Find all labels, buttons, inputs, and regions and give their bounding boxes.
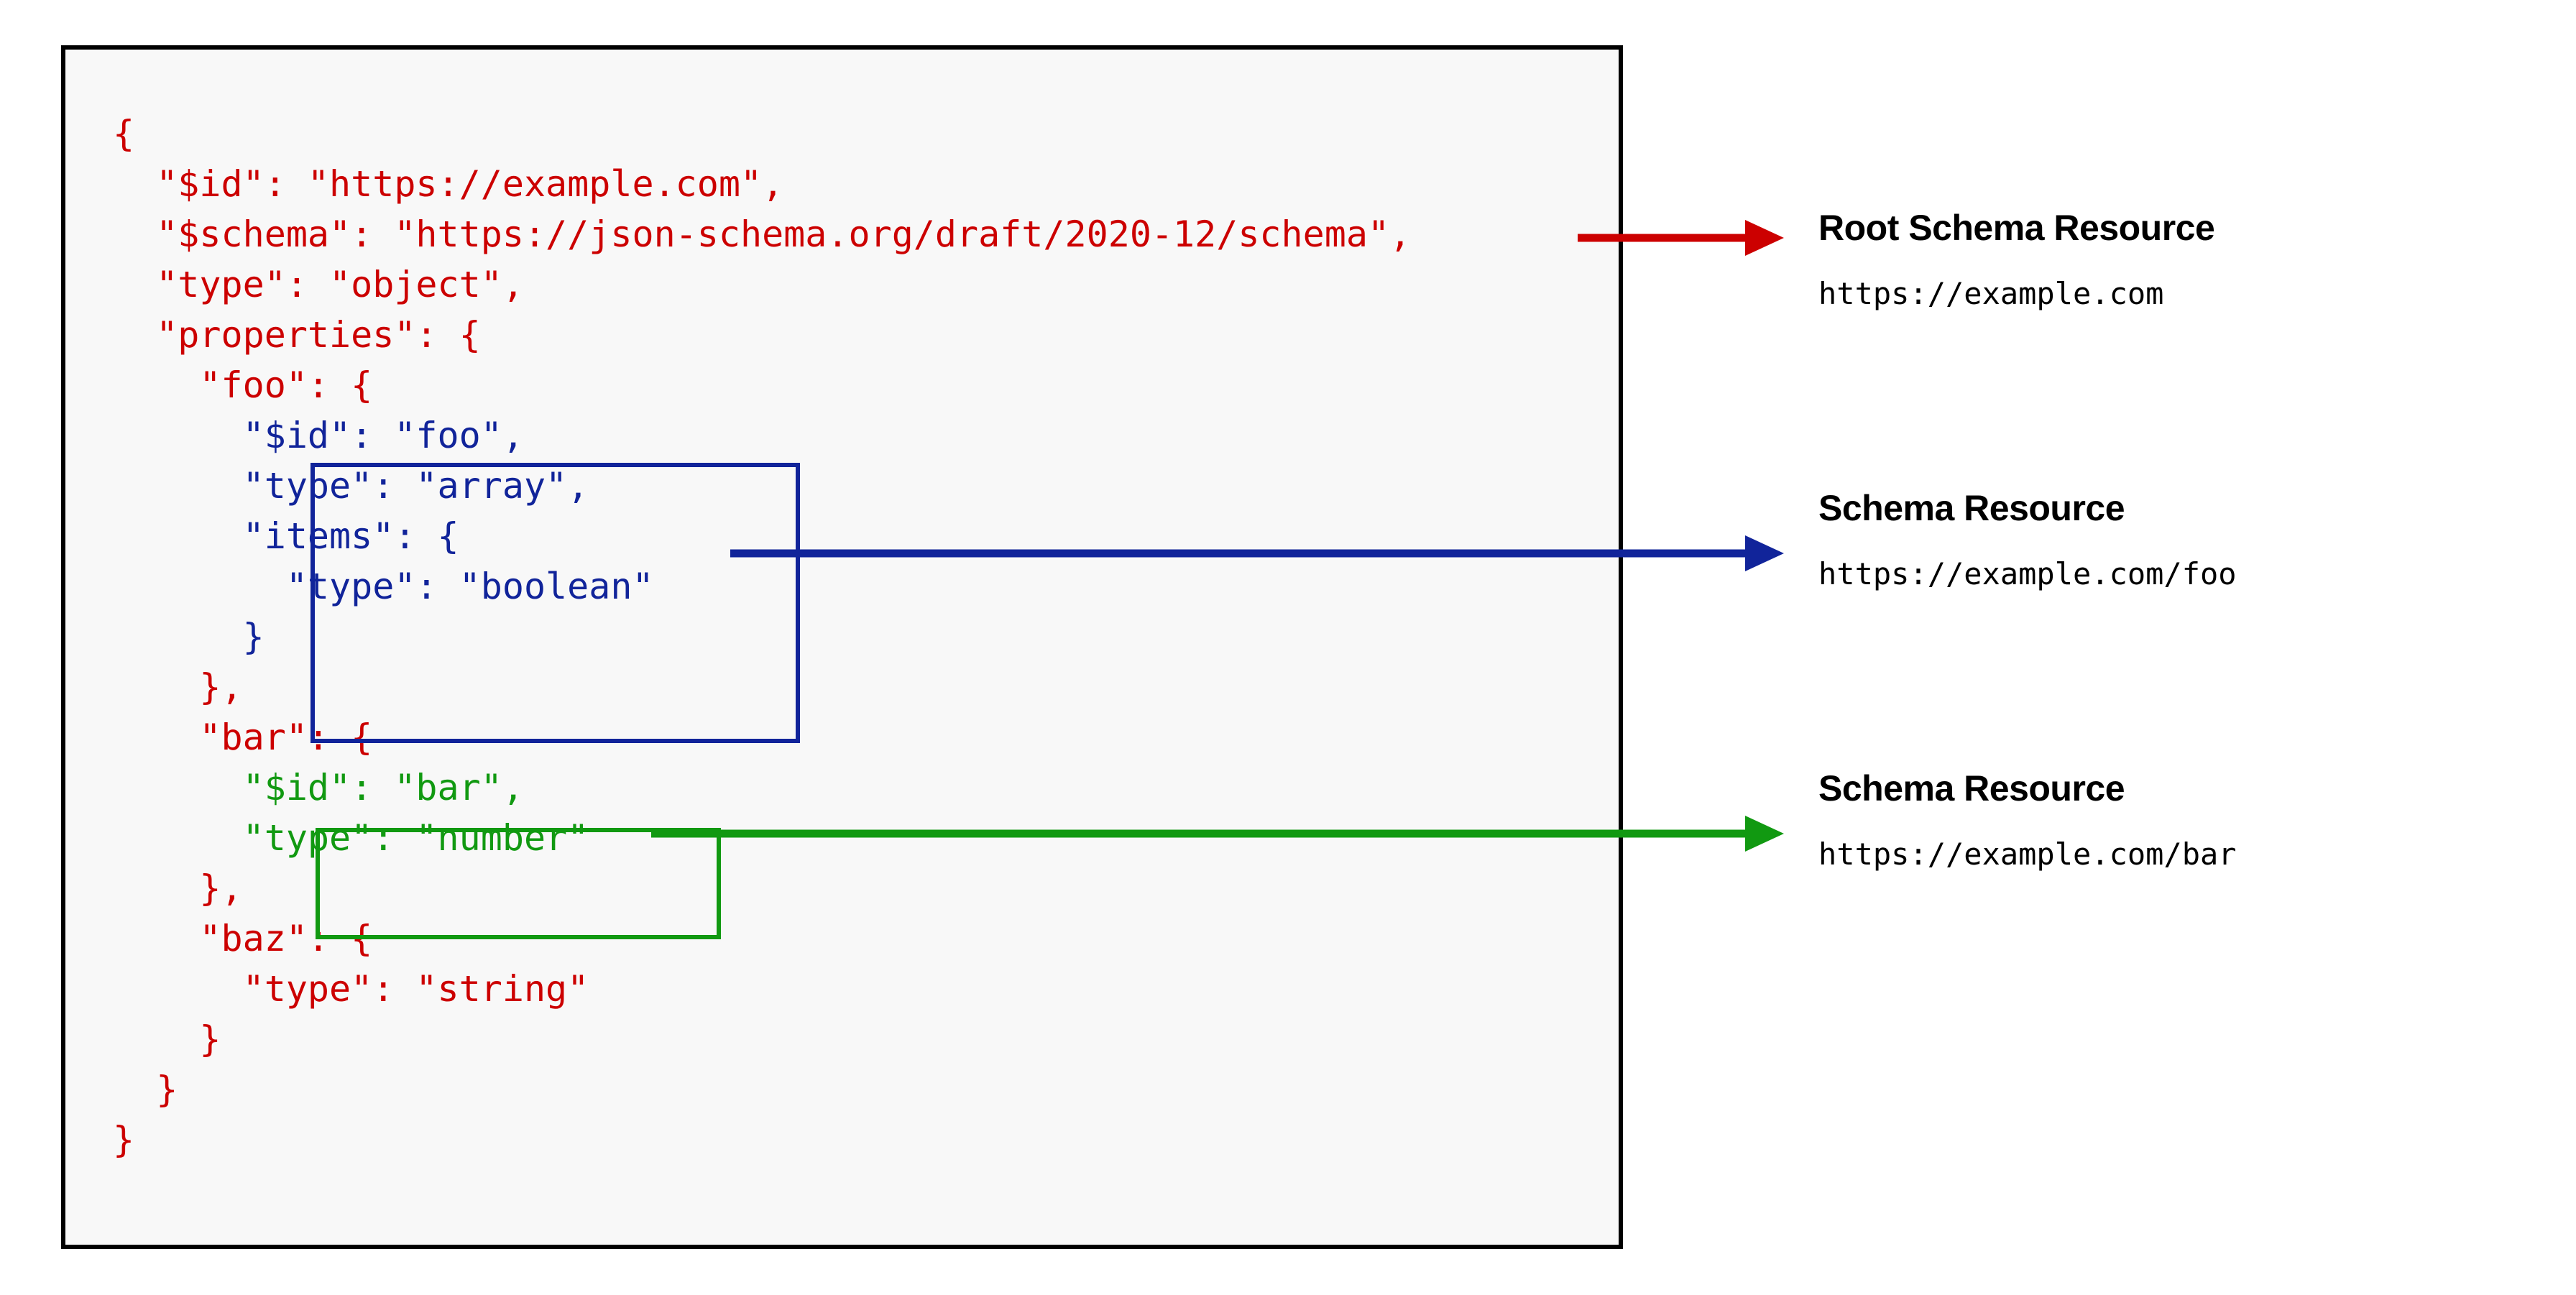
annotation-uri: https://example.com xyxy=(1818,276,2164,311)
code-line: "baz": { xyxy=(113,918,373,959)
annotation-title: Schema Resource xyxy=(1818,768,2125,808)
annotation-bar-schema-resource: Schema Resource https://example.com/bar xyxy=(1818,768,2237,872)
code-line: "$schema": "https://json-schema.org/draf… xyxy=(113,213,1412,255)
code-line: { xyxy=(113,113,135,155)
json-code-block: { "$id": "https://example.com", "$schema… xyxy=(113,109,1411,1165)
code-line: "type": "object", xyxy=(113,264,524,305)
code-line: } xyxy=(113,1018,221,1060)
annotation-root-schema-resource: Root Schema Resource https://example.com xyxy=(1818,207,2215,312)
code-line: "items": { xyxy=(113,515,459,557)
annotation-uri: https://example.com/foo xyxy=(1818,556,2237,591)
code-line: } xyxy=(113,1069,178,1110)
annotation-foo-schema-resource: Schema Resource https://example.com/foo xyxy=(1818,487,2237,592)
code-line: } xyxy=(113,1119,135,1161)
code-line: } xyxy=(113,616,264,658)
code-line: "type": "number" xyxy=(113,817,589,859)
code-line: "type": "string" xyxy=(113,968,589,1010)
code-line: "foo": { xyxy=(113,364,373,406)
code-line: "$id": "foo", xyxy=(113,415,524,456)
annotation-title: Schema Resource xyxy=(1818,488,2125,528)
code-line: }, xyxy=(113,666,243,708)
code-line: }, xyxy=(113,867,243,909)
code-line: "bar": { xyxy=(113,716,373,758)
json-code-panel: { "$id": "https://example.com", "$schema… xyxy=(61,45,1623,1249)
code-line: "$id": "https://example.com", xyxy=(113,163,784,205)
code-line: "type": "boolean" xyxy=(113,566,654,607)
annotation-uri: https://example.com/bar xyxy=(1818,837,2237,872)
code-line: "$id": "bar", xyxy=(113,767,524,808)
code-line: "type": "array", xyxy=(113,465,589,507)
code-line: "properties": { xyxy=(113,314,481,356)
annotation-title: Root Schema Resource xyxy=(1818,208,2215,248)
